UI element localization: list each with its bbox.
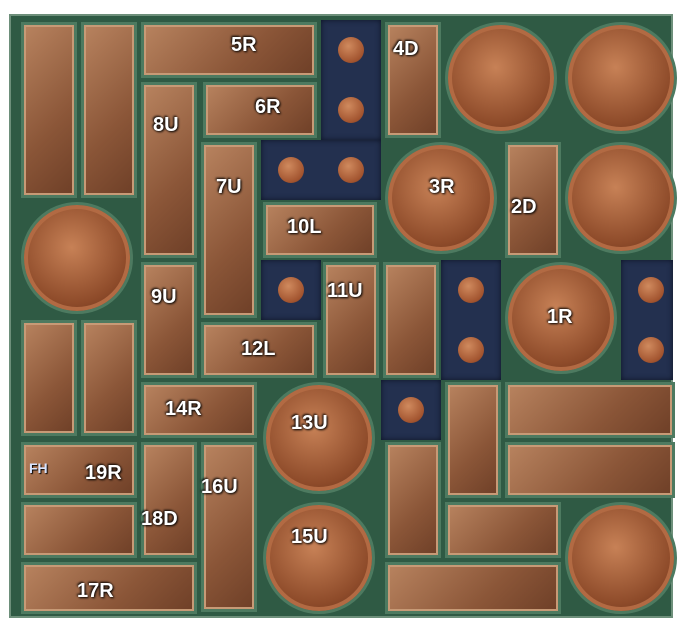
empty-peg xyxy=(458,277,484,303)
piece-16U[interactable] xyxy=(201,442,257,612)
piece-9U[interactable] xyxy=(141,262,197,378)
disk-piece[interactable] xyxy=(565,22,677,134)
tile-piece[interactable] xyxy=(81,320,137,436)
piece-label: 13U xyxy=(291,412,328,435)
tile-piece[interactable] xyxy=(81,22,137,198)
disk-piece[interactable] xyxy=(21,202,133,314)
piece-label: 9U xyxy=(151,286,177,309)
disk-piece[interactable] xyxy=(565,502,677,614)
empty-peg xyxy=(338,157,364,183)
empty-peg xyxy=(458,337,484,363)
piece-18D[interactable] xyxy=(141,442,197,558)
piece-label: 16U xyxy=(201,476,238,499)
piece-label: 18D xyxy=(141,508,178,531)
tile-piece[interactable] xyxy=(383,262,439,378)
piece-13U[interactable] xyxy=(263,382,375,494)
piece-label: 10L xyxy=(287,216,321,239)
piece-label: 3R xyxy=(429,176,455,199)
disk-piece[interactable] xyxy=(565,142,677,254)
empty-peg xyxy=(638,337,664,363)
tile-piece[interactable] xyxy=(385,442,441,558)
empty-peg xyxy=(398,397,424,423)
piece-15U[interactable] xyxy=(263,502,375,614)
disk-piece[interactable] xyxy=(445,22,557,134)
piece-label: 7U xyxy=(216,176,242,199)
tile-piece[interactable] xyxy=(21,502,137,558)
piece-label: 4D xyxy=(393,38,419,61)
empty-peg xyxy=(338,97,364,123)
tile-piece[interactable] xyxy=(385,562,561,614)
piece-5R[interactable] xyxy=(141,22,317,78)
logo-text: FH xyxy=(29,460,48,476)
empty-peg xyxy=(338,37,364,63)
tile-piece[interactable] xyxy=(445,382,501,498)
piece-label: 6R xyxy=(255,96,281,119)
piece-8U[interactable] xyxy=(141,82,197,258)
piece-label: 11U xyxy=(327,280,363,303)
piece-label: 17R xyxy=(77,580,114,603)
tile-piece[interactable] xyxy=(445,502,561,558)
tile-piece[interactable] xyxy=(505,382,675,438)
piece-7U[interactable] xyxy=(201,142,257,318)
piece-label: 12L xyxy=(241,338,275,361)
piece-label: 8U xyxy=(153,114,179,137)
empty-peg xyxy=(278,277,304,303)
piece-label: 15U xyxy=(291,526,328,549)
empty-peg xyxy=(278,157,304,183)
piece-label: 19R xyxy=(85,462,122,485)
empty-peg xyxy=(638,277,664,303)
puzzle-board: FH 5R 4D 6R 8U 7U 3R 2D 10L 9U 11U 1R 12… xyxy=(9,14,673,618)
piece-label: 2D xyxy=(511,196,537,219)
tile-piece[interactable] xyxy=(505,442,675,498)
tile-piece[interactable] xyxy=(21,320,77,436)
tile-piece[interactable] xyxy=(21,22,77,198)
piece-label: 1R xyxy=(547,306,573,329)
piece-label: 14R xyxy=(165,398,202,421)
piece-label: 5R xyxy=(231,34,257,57)
